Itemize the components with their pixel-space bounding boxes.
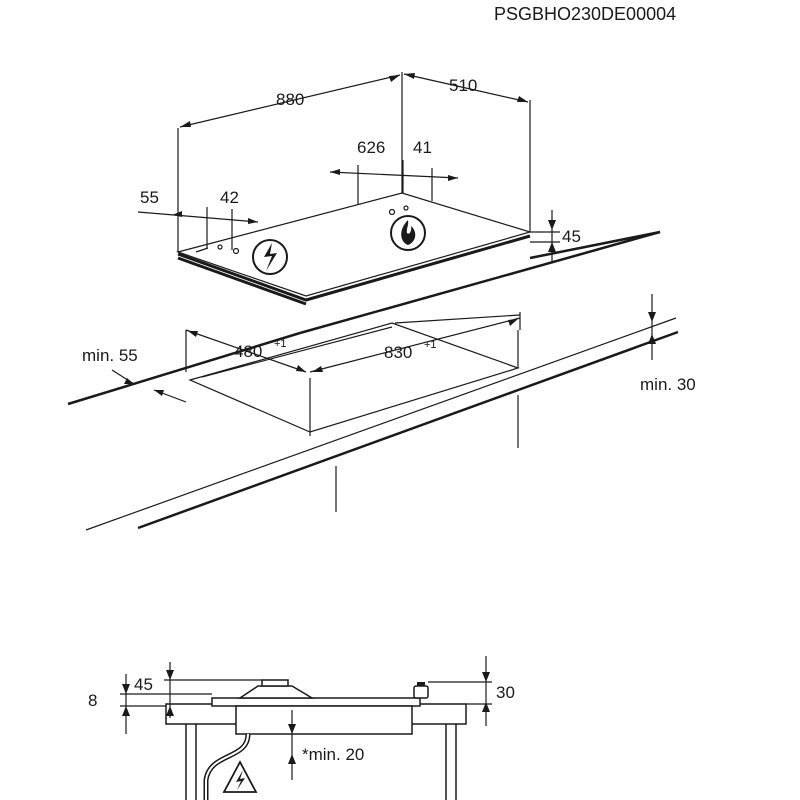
dim-height: 45: [530, 210, 581, 262]
label-cutout-depth-tol: +1: [274, 338, 287, 350]
doc-code: PSGBHO230DE00004: [494, 4, 676, 24]
gas-flame-icon: [390, 215, 426, 251]
dim-min-clearance: *min. 20: [288, 710, 364, 780]
dim-min-back: min. 30: [640, 294, 696, 394]
label-min-back: min. 30: [640, 375, 696, 394]
dim-width: 880: [177, 72, 403, 252]
label-side-left-total: 45: [134, 675, 153, 694]
electric-warning-icon: [252, 239, 288, 275]
dim-cutout-width: 830 +1: [309, 317, 521, 373]
label-cutout-width: 830: [384, 343, 412, 362]
label-height: 45: [562, 227, 581, 246]
dim-cutout-depth: 480 +1: [185, 329, 307, 373]
label-cutout-depth: 480: [234, 342, 262, 361]
worktop-upper: [529, 230, 661, 260]
dim-burner: 626 41: [329, 138, 459, 205]
label-burner-depth: 41: [413, 138, 432, 157]
side-view: [165, 679, 467, 800]
dim-side-right: 30: [428, 656, 515, 726]
label-depth: 510: [449, 76, 477, 95]
electric-hazard-icon: [222, 760, 258, 793]
label-min-front: min. 55: [82, 346, 138, 365]
label-width: 880: [276, 90, 304, 109]
label-burner-offset: 626: [357, 138, 385, 157]
label-left-depth: 42: [220, 188, 239, 207]
label-min-clearance: *min. 20: [302, 745, 364, 764]
dim-left: 55 42: [137, 188, 259, 250]
label-cutout-width-tol: +1: [424, 339, 437, 351]
worktop-cutout: [67, 230, 679, 531]
dim-min-front: min. 55: [82, 346, 187, 403]
dim-side-left: 8 45: [88, 662, 262, 734]
label-left-offset: 55: [140, 188, 159, 207]
label-side-left-height: 8: [88, 691, 97, 710]
label-side-right-height: 30: [496, 683, 515, 702]
dim-depth: 510: [403, 73, 531, 232]
hob-perspective: [175, 192, 533, 306]
